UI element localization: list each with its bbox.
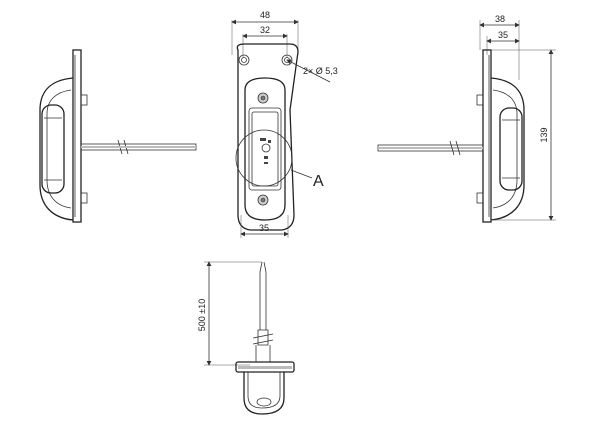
bottom-screw [256,397,272,407]
right-base-plate [482,49,492,223]
right-side-view: 38 35 139 [377,14,556,223]
left-base-plate [72,49,82,223]
dim-cable-length: 500 ±10 [197,299,207,331]
mounting-hole-right [281,54,293,66]
cable-wire [259,261,267,330]
right-housing [490,77,525,221]
front-housing [244,77,286,221]
lens-markings [260,138,271,164]
left-housing [39,77,74,221]
dim-holes: 2× Ø 5,3 [303,66,338,76]
dim-side-depth-body: 35 [498,30,508,40]
mounting-hole-left [238,54,250,66]
dim-hole-spacing: 32 [260,25,270,35]
right-lens [499,107,523,191]
bottom-base-plate [235,361,295,373]
bottom-housing [243,372,285,415]
front-lens [248,107,282,191]
detail-label-a: A [313,173,324,190]
left-lens [41,104,65,194]
dim-side-depth-total: 38 [495,14,505,24]
left-side-view [39,49,197,223]
detail-circle-a [235,129,293,187]
dim-front-width-top: 48 [260,10,270,20]
front-view: 48 32 2× Ø 5,3 [231,10,338,238]
dim-side-height: 139 [539,127,549,142]
dim-front-width-bottom: 35 [259,223,269,233]
bottom-view: 500 ±10 [197,261,295,415]
